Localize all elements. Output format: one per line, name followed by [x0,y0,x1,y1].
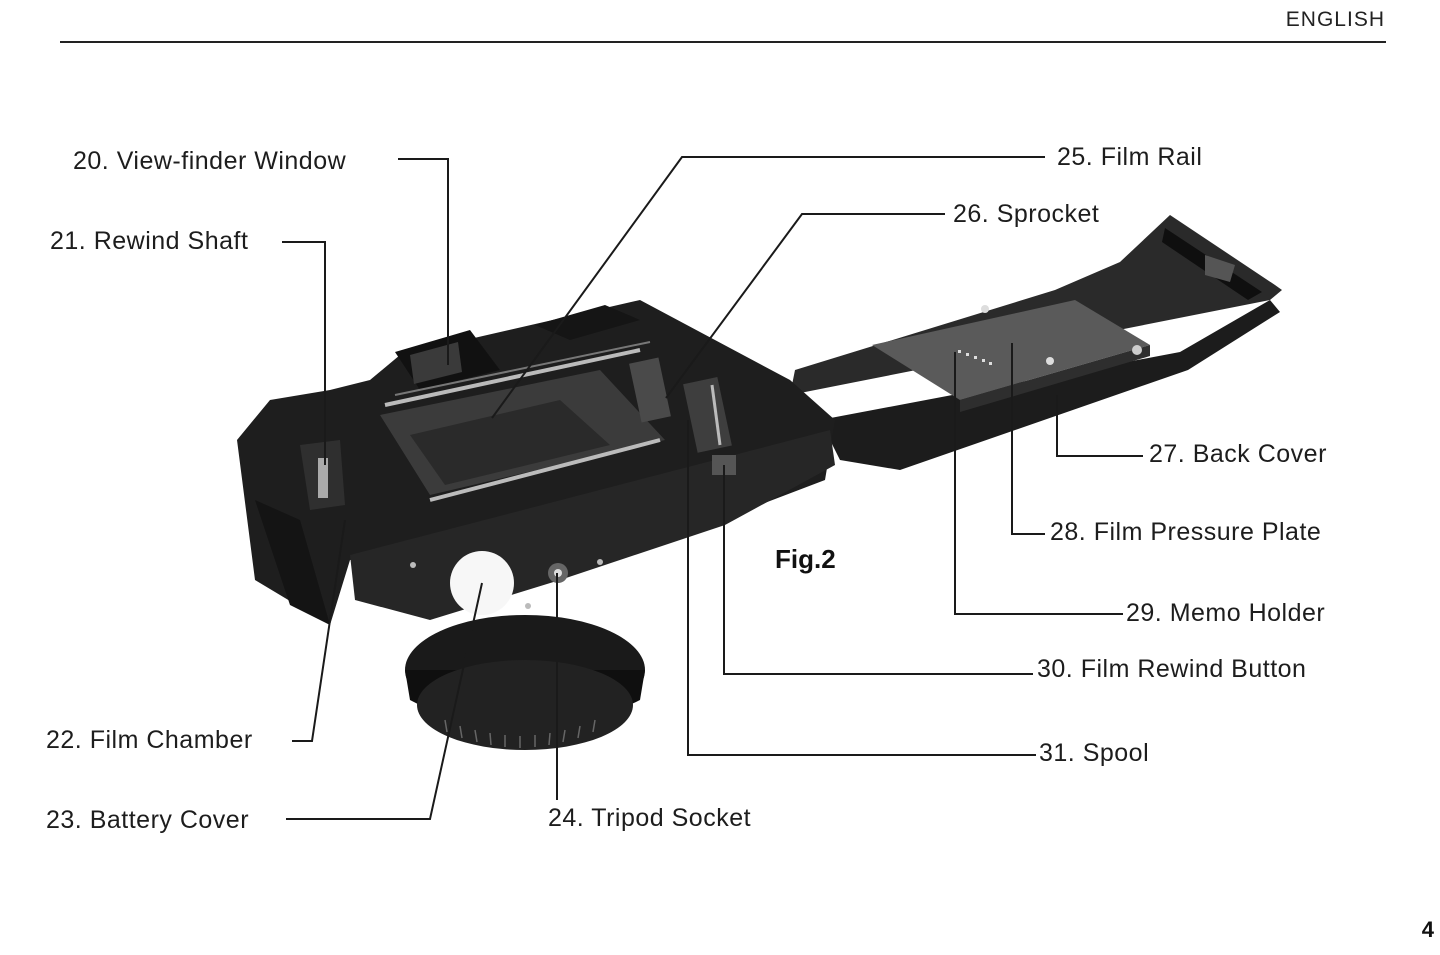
figure-caption: Fig.2 [775,544,836,574]
label-back-cover: 27. Back Cover [1149,440,1327,468]
leader-line-sprocket [665,213,945,399]
label-tripod-socket: 24. Tripod Socket [548,804,752,832]
label-film-chamber: 22. Film Chamber [46,726,253,754]
leader-line-battery-cover [286,582,483,820]
label-film-rail: 25. Film Rail [1057,143,1203,171]
label-memo-holder: 29. Memo Holder [1126,599,1326,627]
leader-line-viewfinder [398,158,449,365]
label-film-pressure-plate: 28. Film Pressure Plate [1050,518,1322,546]
leader-lines [282,156,1143,820]
camera-body-illustration [237,300,835,625]
lens-illustration [405,615,645,750]
leader-line-film-rail [491,156,1045,419]
leader-line-rewind-shaft [282,241,326,465]
label-battery-cover: 23. Battery Cover [46,806,250,834]
page-number: 4 [1421,917,1434,942]
leader-line-rewind-button [723,465,1033,675]
header-language: ENGLISH [1285,8,1385,31]
back-cover-illustration [790,215,1282,470]
label-film-rewind-button: 30. Film Rewind Button [1037,655,1307,683]
label-spool: 31. Spool [1039,739,1150,767]
leader-line-film-chamber [292,519,346,742]
leader-line-spool [687,420,1036,756]
leader-line-memo-holder [954,352,1123,615]
label-view-finder-window: 20. View-finder Window [73,147,347,175]
header-rule [60,41,1386,43]
label-rewind-shaft: 21. Rewind Shaft [50,227,249,255]
leader-line-back-cover [1056,395,1143,457]
leader-line-pressure-plate [1011,343,1045,535]
label-sprocket: 26. Sprocket [953,200,1100,228]
